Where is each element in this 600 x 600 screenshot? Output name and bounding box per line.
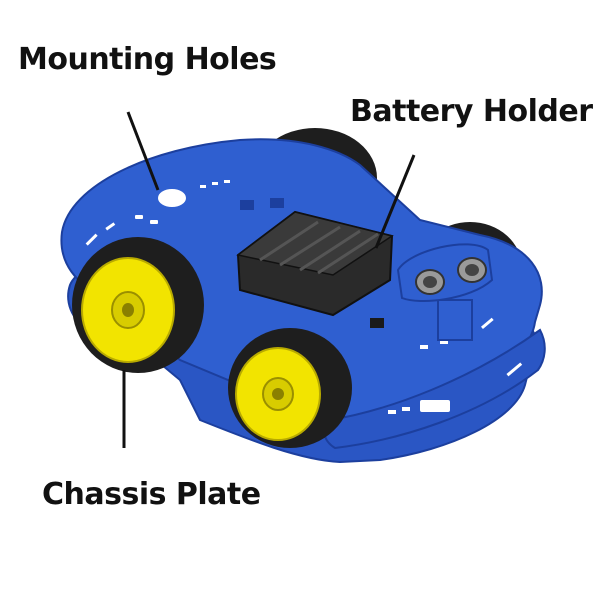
mounting-holes [85, 180, 523, 414]
chassis-plate-label: Chassis Plate [42, 477, 261, 512]
mounting-holes-leader [126, 111, 160, 191]
mounting-holes-label: Mounting Holes [18, 42, 277, 77]
front-left-wheel [72, 237, 204, 373]
battery-holder [236, 210, 394, 317]
front-right-wheel [228, 328, 352, 448]
battery-holder-label: Battery Holder [350, 94, 593, 129]
ultrasonic-sensor [396, 243, 494, 341]
front-bumper-plate [323, 328, 546, 450]
battery-holder-leader [374, 154, 416, 249]
